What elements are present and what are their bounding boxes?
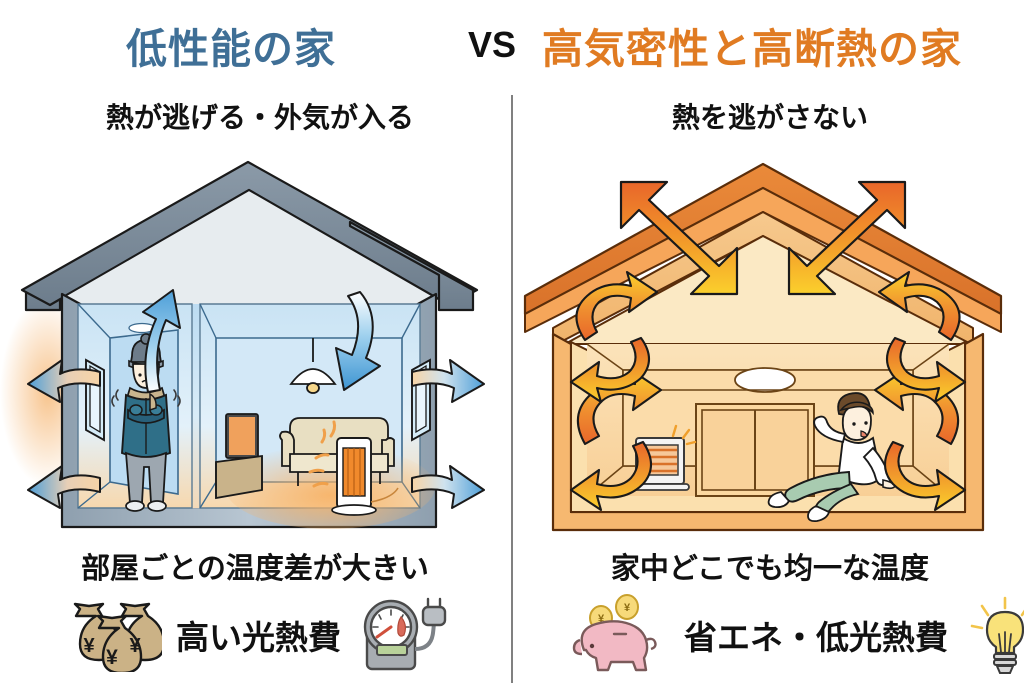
left-lower-circulation-arrow-2 [569, 336, 651, 404]
tv-stand [215, 454, 263, 500]
title-row: 低性能の家 VS 高気密性と高断熱の家 [0, 14, 1024, 76]
left-house-illustration [0, 142, 511, 540]
piggy-bank-icon: ¥ ¥ ¥ [572, 594, 657, 672]
television [225, 413, 259, 464]
left-wall-upper-leak-arrow [27, 359, 101, 403]
right-wall-lower-leak-arrow [411, 465, 485, 509]
electricity-meter-icon [363, 597, 447, 671]
roof-heat-escape-arrow [142, 289, 181, 393]
center-divider [511, 95, 513, 683]
space-heater [331, 437, 399, 516]
pendant-lamp [289, 338, 337, 394]
left-cost-label: 高い光熱費 [176, 619, 341, 656]
yen-symbol-bag-1: ¥ [83, 635, 95, 657]
lightbulb-icon [970, 596, 1024, 674]
yen-symbol-bag-3: ¥ [106, 646, 118, 669]
yen-symbol-bag-2: ¥ [129, 635, 141, 657]
roof-cold-air-intake-arrow [335, 291, 381, 391]
heat-wave-lines [308, 420, 337, 488]
coin-yen-2: ¥ [624, 602, 631, 614]
coin-yen-1: ¥ [598, 613, 605, 625]
roof-reflect-arrow-right [787, 180, 907, 296]
right-cost-row: ¥ ¥ ¥ 省エネ・低光熱費 [570, 592, 1024, 678]
left-wall-lower-leak-arrow [27, 465, 101, 509]
left-upper-circulation-arrow-2 [575, 270, 659, 342]
heater-sparkle [671, 424, 697, 446]
ceiling-light [734, 367, 796, 393]
relaxed-person [767, 392, 896, 523]
right-lower-circulation-arrow-2 [885, 336, 967, 404]
right-house-illustration [513, 142, 1024, 540]
left-caption: 部屋ごとの温度差が大きい [81, 553, 429, 585]
roof-reflect-arrow-left [619, 180, 739, 296]
right-subhead: 熱を逃がさない [671, 102, 868, 133]
shiver-marks [111, 389, 181, 407]
right-house-title: 高気密性と高断熱の家 [542, 26, 962, 72]
left-lower-circulation-arrow [569, 440, 653, 512]
right-caption: 家中どこでも均一な温度 [610, 553, 930, 585]
sliding-door [695, 403, 815, 497]
right-wall-upper-leak-arrow [411, 359, 485, 403]
right-upper-circulation-arrow-2 [877, 270, 961, 342]
money-bags-icon: ¥ ¥ ¥ [73, 602, 162, 672]
left-cost-row: ¥ ¥ ¥ 高い光熱費 [62, 592, 482, 678]
left-subhead: 熱が逃げる・外気が入る [105, 102, 414, 133]
light-rays [970, 596, 1024, 630]
right-lower-circulation-arrow [883, 440, 967, 512]
subhead-row: 熱が逃げる・外気が入る 熱を逃がさない [0, 96, 1024, 142]
vs-label: VS [467, 24, 517, 65]
house-roof [20, 160, 479, 312]
right-cost-label: 省エネ・低光熱費 [684, 619, 948, 656]
left-house-title: 低性能の家 [126, 26, 336, 72]
